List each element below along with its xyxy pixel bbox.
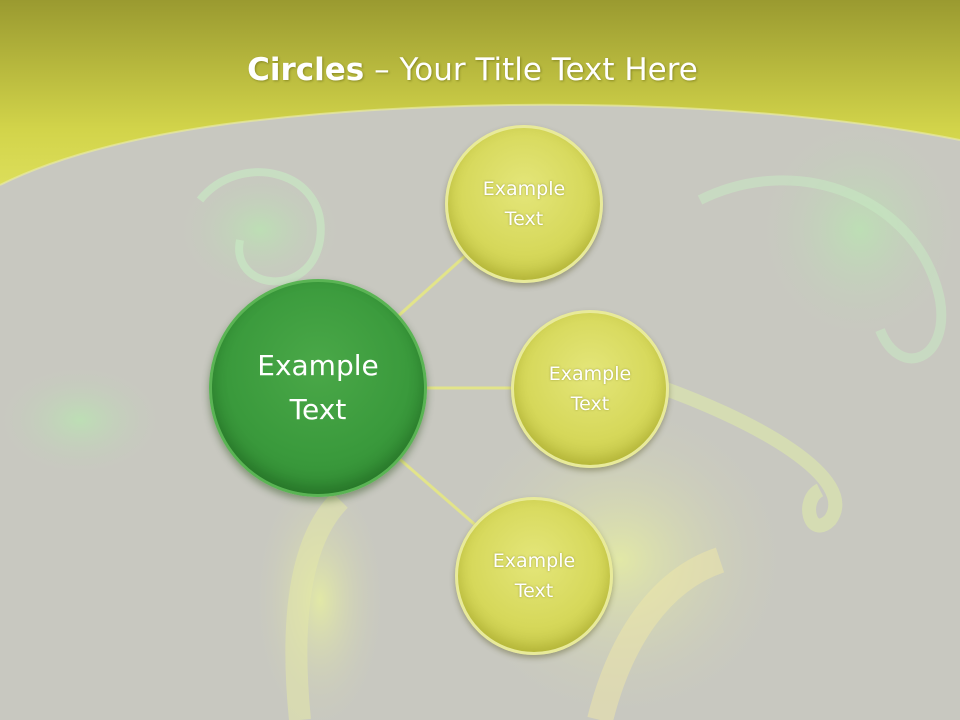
- slide-title: Circles – Your Title Text Here: [0, 52, 945, 88]
- satellite-circle-middle: Example Text: [511, 310, 669, 468]
- satellite-circle-top: Example Text: [445, 125, 603, 283]
- satellite-circle-label: Example Text: [482, 178, 566, 230]
- satellite-circle-bottom: Example Text: [455, 497, 613, 655]
- satellite-circle-label: Example Text: [548, 363, 632, 415]
- center-circle-label: Example Text: [257, 349, 379, 426]
- center-circle: Example Text: [209, 279, 427, 497]
- title-bold: Circles: [247, 52, 365, 88]
- satellite-circle-label: Example Text: [492, 550, 576, 602]
- title-rest: – Your Title Text Here: [364, 52, 698, 88]
